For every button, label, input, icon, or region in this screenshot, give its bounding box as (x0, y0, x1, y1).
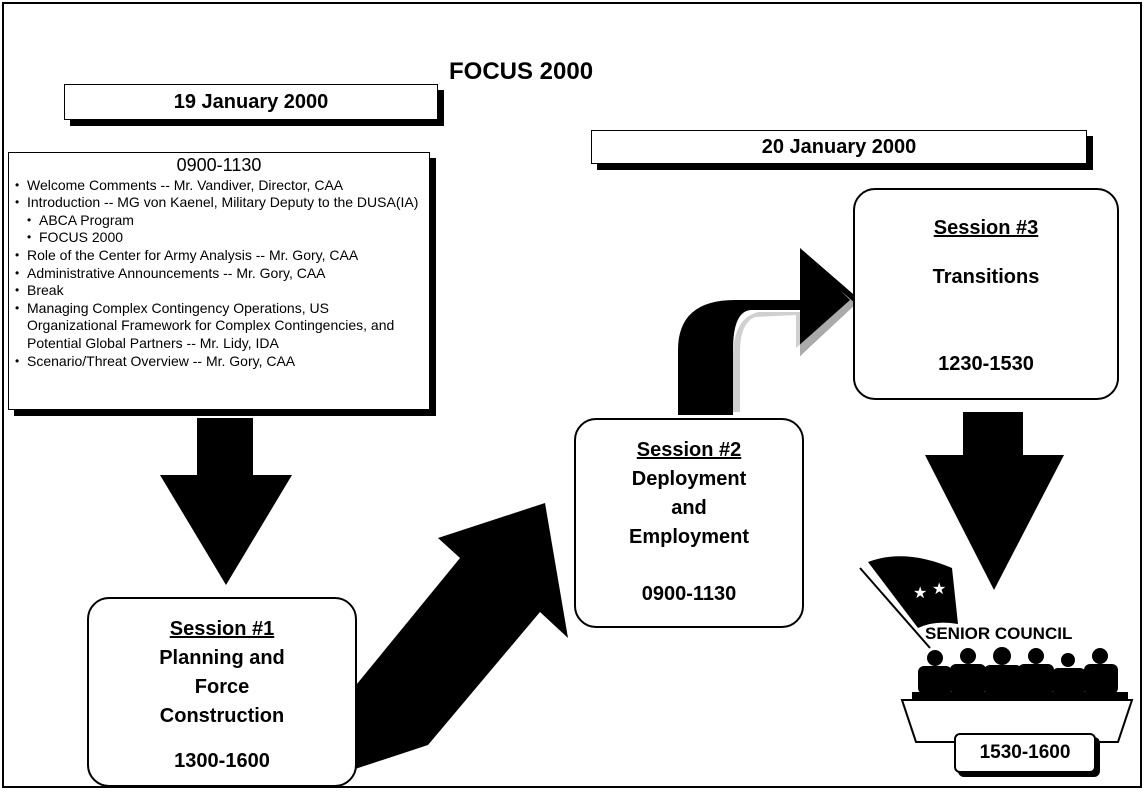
agenda-subitem: ABCA Program (15, 212, 423, 230)
date-label: 20 January 2000 (761, 136, 917, 158)
session-line: Force (194, 676, 250, 698)
agenda-item: Administrative Announcements -- Mr. Gory… (15, 265, 423, 283)
arrow-to-session-2 (352, 503, 568, 770)
session-time: 1300-1600 (174, 750, 270, 772)
agenda-item: Welcome Comments -- Mr. Vandiver, Direct… (15, 177, 423, 195)
session-3-box: Session #3 Transitions 1230-1530 (853, 188, 1119, 400)
agenda-time: 0900-1130 (176, 155, 262, 175)
session-1-box: Session #1 Planning and Force Constructi… (87, 597, 357, 787)
agenda-item: Managing Complex Contingency Operations,… (15, 300, 423, 353)
agenda-subitem: FOCUS 2000 (15, 229, 423, 247)
date-label: 19 January 2000 (173, 91, 329, 113)
agenda-item: Scenario/Threat Overview -- Mr. Gory, CA… (15, 353, 423, 371)
council-table (900, 699, 1134, 743)
session-title: Session #2 (636, 439, 742, 461)
agenda-item: Role of the Center for Army Analysis -- … (15, 247, 423, 265)
down-arrow-to-council (925, 412, 1064, 590)
general-flag-icon: ★ ★ (859, 556, 958, 649)
date-box-day-2: 20 January 2000 (591, 130, 1087, 164)
session-line: Transitions (932, 266, 1040, 288)
svg-text:★: ★ (932, 579, 946, 598)
svg-text:★: ★ (913, 583, 927, 602)
senior-council-time: 1530-1600 (954, 733, 1096, 773)
session-title: Session #3 (933, 217, 1039, 239)
session-line: and (671, 497, 707, 519)
session-time: 1230-1530 (938, 353, 1034, 375)
down-arrow-to-session-1 (160, 418, 292, 585)
session-line: Employment (628, 526, 750, 548)
curved-arrow-to-session-3 (678, 248, 860, 415)
session-title: Session #1 (169, 618, 275, 640)
page-title: FOCUS 2000 (449, 58, 594, 85)
session-2-box: Session #2 Deployment and Employment 090… (574, 418, 804, 628)
session-line: Planning and (159, 647, 285, 669)
senior-council-label: SENIOR COUNCIL (925, 624, 1073, 643)
date-box-day-1: 19 January 2000 (64, 84, 438, 120)
agenda-item: Break (15, 282, 423, 300)
session-line: Construction (159, 705, 285, 727)
council-members-icon (912, 647, 1128, 700)
agenda-box: 0900-1130 Welcome Comments -- Mr. Vandiv… (8, 152, 430, 410)
session-time: 0900-1130 (641, 583, 737, 605)
agenda-item: Introduction -- MG von Kaenel, Military … (15, 194, 423, 212)
agenda-list: Welcome Comments -- Mr. Vandiver, Direct… (15, 177, 423, 371)
session-line: Deployment (631, 468, 747, 490)
